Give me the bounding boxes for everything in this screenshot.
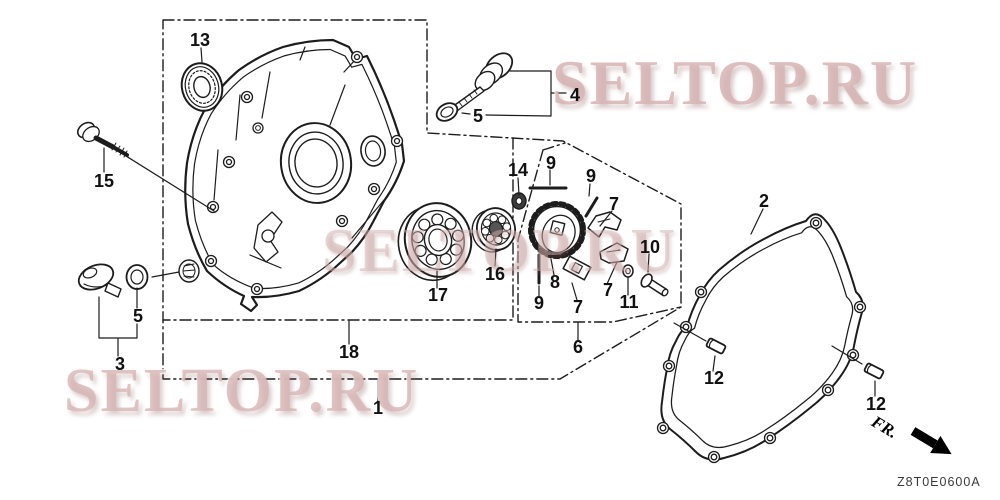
cover-drain-boss xyxy=(178,259,200,283)
gasket-bolt-holes xyxy=(656,216,867,464)
cover-dipper-detail xyxy=(253,211,283,263)
crankcase-cover-drawing xyxy=(178,38,406,313)
dipstick-drawing xyxy=(435,52,514,122)
part-label-5: 5 xyxy=(132,306,144,326)
part-label-3: 3 xyxy=(114,354,126,374)
oil-seal-drawing xyxy=(180,62,224,112)
part-label-14: 14 xyxy=(507,160,529,180)
part-label-5: 5 xyxy=(472,106,484,126)
leader-lines xyxy=(98,47,876,402)
governor-gear-drawing xyxy=(528,186,629,285)
part-label-12: 12 xyxy=(703,368,725,388)
part-label-16: 16 xyxy=(484,264,506,284)
part-label-2: 2 xyxy=(758,191,770,211)
part-label-7: 7 xyxy=(572,297,584,317)
gasket-drawing xyxy=(656,213,867,464)
washer-14-drawing xyxy=(511,192,527,210)
part-label-11: 11 xyxy=(619,292,639,312)
part-label-15: 15 xyxy=(93,171,115,191)
flange-bolt-drawing xyxy=(76,121,129,158)
part-label-9: 9 xyxy=(585,166,597,186)
governor-holder-drawing xyxy=(640,273,669,297)
part-label-4: 4 xyxy=(569,85,581,105)
part-label-8: 8 xyxy=(549,272,561,292)
part-label-7: 7 xyxy=(602,280,614,300)
assembly-box-6 xyxy=(517,142,682,323)
part-label-18: 18 xyxy=(338,342,360,362)
diagram-code: Z8T0E0600A xyxy=(897,475,981,489)
cover-bolt-holes xyxy=(204,50,404,296)
fr-direction-arrow xyxy=(910,427,952,455)
ball-bearing-small-drawing xyxy=(471,207,516,253)
part-label-9: 9 xyxy=(533,293,545,313)
part-label-17: 17 xyxy=(427,285,449,305)
part-label-6: 6 xyxy=(572,337,584,357)
part-label-10: 10 xyxy=(639,237,661,257)
ball-bearing-large-drawing xyxy=(397,202,473,282)
part-label-13: 13 xyxy=(189,30,211,50)
cover-rib-lines xyxy=(213,46,385,269)
drain-plug-drawing xyxy=(77,263,149,298)
part-label-12: 12 xyxy=(865,394,887,414)
governor-slider-drawing xyxy=(562,255,592,281)
part-label-9: 9 xyxy=(545,153,557,173)
assembly-box-1 xyxy=(162,19,682,380)
part-label-7: 7 xyxy=(608,194,620,214)
assembly-box-18 xyxy=(162,137,514,321)
dowel-pin-drawing xyxy=(705,337,885,380)
part-label-1: 1 xyxy=(372,398,384,418)
